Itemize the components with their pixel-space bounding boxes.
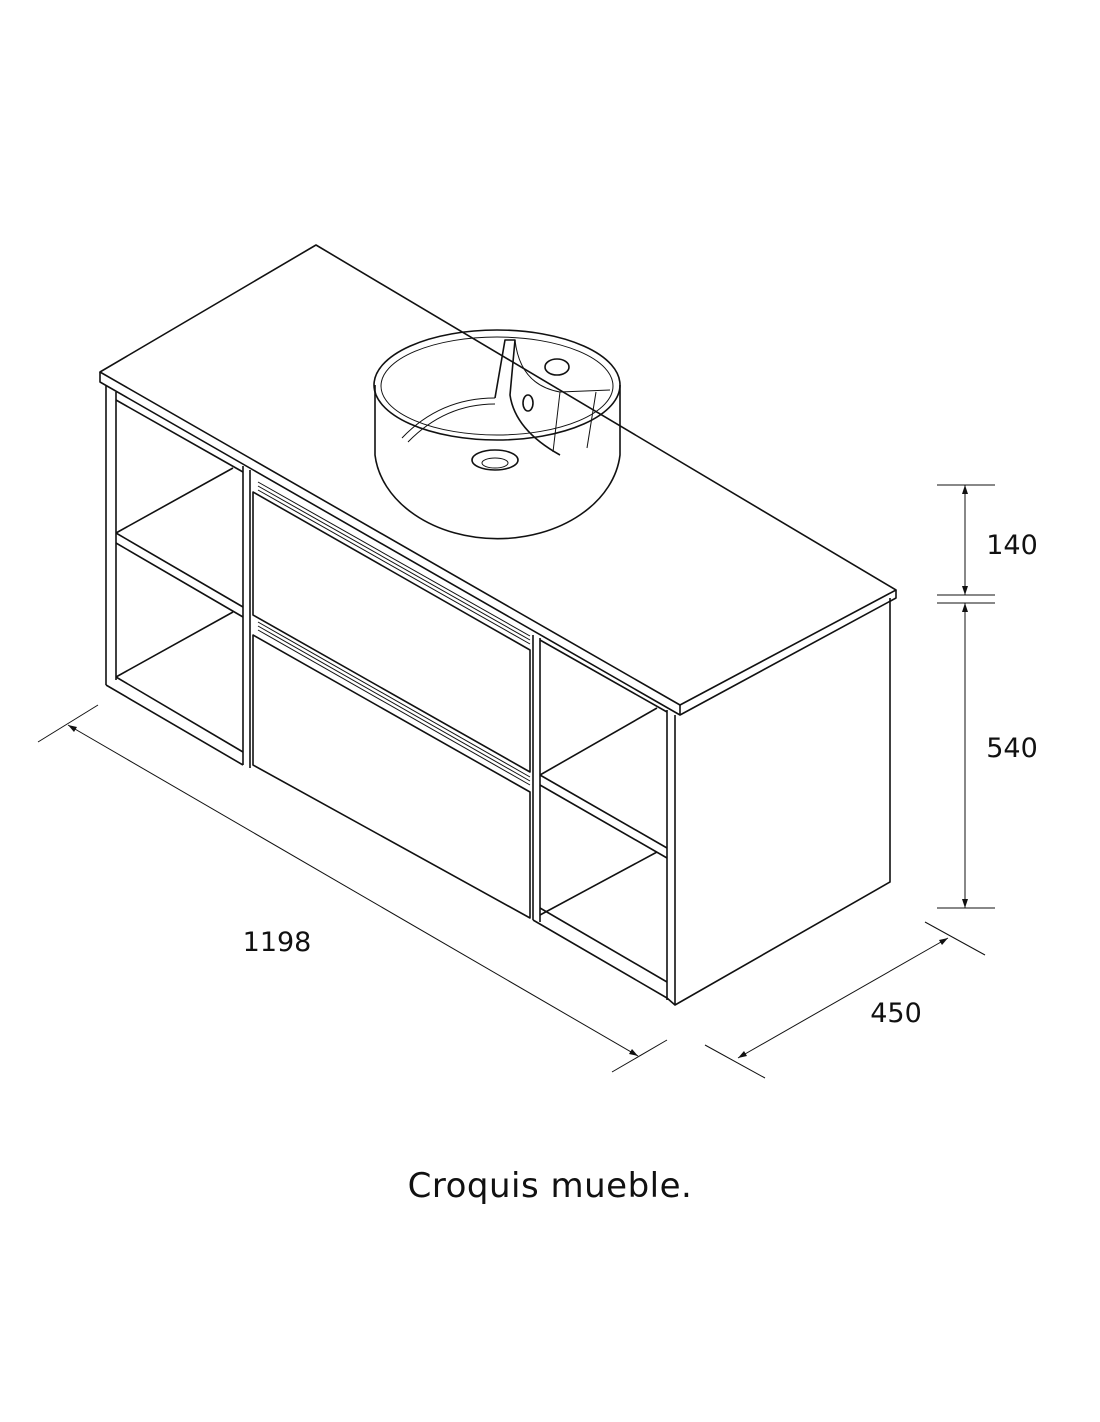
- height-dimension: [937, 484, 995, 909]
- left-shelf-unit: [105, 386, 251, 768]
- width-dimension: [37, 704, 668, 1073]
- cabinet-height-label: 540: [986, 733, 1038, 764]
- drawer-top: [252, 481, 531, 773]
- depth-dimension: [704, 921, 986, 1079]
- basin-height-label: 140: [986, 530, 1038, 561]
- vessel-basin: [373, 329, 621, 540]
- width-label: 1198: [243, 927, 312, 958]
- side-panel: [666, 598, 891, 1006]
- right-shelf-unit: [532, 635, 676, 1006]
- depth-label: 450: [870, 998, 922, 1029]
- drawer-bottom: [252, 621, 531, 919]
- caption: Croquis mueble.: [407, 1166, 693, 1206]
- countertop: [99, 244, 897, 716]
